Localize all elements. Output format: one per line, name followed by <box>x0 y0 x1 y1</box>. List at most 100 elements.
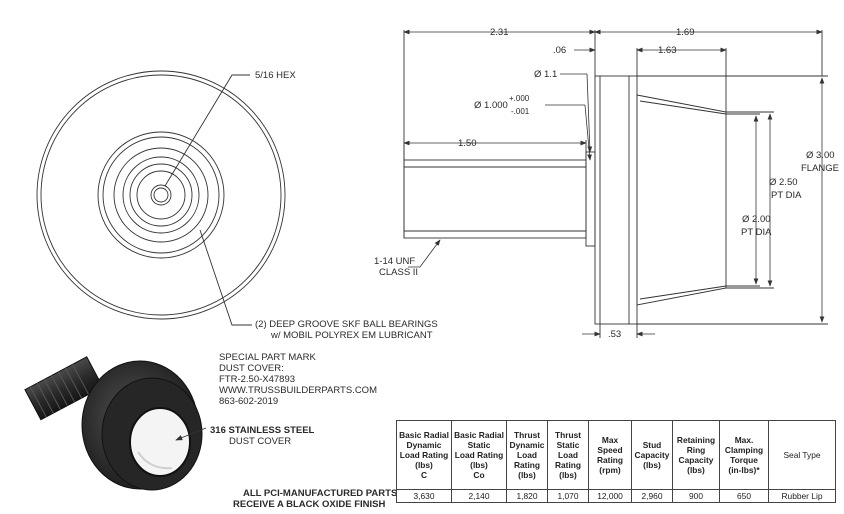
header-text: Load Rating <box>399 450 449 460</box>
header-text: Static <box>556 440 580 450</box>
bearing-circle-4 <box>136 170 186 220</box>
header-text: (lbs) <box>643 460 661 470</box>
header-thrust-dynamic: Thrust Dynamic Load Rating (lbs) <box>506 420 548 490</box>
header-text: Capacity <box>634 450 670 460</box>
dim-1.000-text: Ø 1.000 <box>474 100 508 111</box>
dim-1.63-text: 1.63 <box>658 45 677 56</box>
bearing-circle-1 <box>113 147 209 243</box>
header-radial-static: Basic Radial Static Load Rating (lbs) Co <box>451 420 507 490</box>
dim-1.000-tol-plus: +.000 <box>509 94 530 103</box>
table-cell: 900 <box>672 489 720 503</box>
header-text: (lbs) <box>559 470 577 480</box>
header-text: Basic Radial <box>399 430 449 440</box>
hex-circle-inner <box>153 187 169 203</box>
dimension-lines <box>403 29 825 337</box>
header-text: Torque <box>730 455 758 465</box>
special-mark-line4: WWW.TRUSSBUILDERPARTS.COM <box>219 385 377 396</box>
dim-.06-text: .06 <box>553 45 566 56</box>
table-row: 3,630 2,140 1,820 1,070 12,000 2,960 900… <box>396 489 836 503</box>
dim-2.00-text: Ø 2.00 <box>742 214 771 225</box>
header-text: (lbs) <box>518 470 536 480</box>
header-seal-type: Seal Type <box>768 420 836 490</box>
header-text: Speed <box>597 445 623 455</box>
special-mark-line5: 863-602-2019 <box>219 396 279 407</box>
header-thrust-static: Thrust Static Load Rating (lbs) <box>547 420 589 490</box>
flange-outer-circle <box>36 70 286 320</box>
header-text: Stud <box>642 440 662 450</box>
table-cell: 650 <box>719 489 769 503</box>
table-cell: 1,070 <box>547 489 589 503</box>
special-mark-line1: SPECIAL PART MARK <box>219 352 316 363</box>
specs-header-row: Basic Radial Dynamic Load Rating (lbs) C… <box>396 420 836 490</box>
thread-leader <box>408 239 441 268</box>
special-mark-line3: FTR-2.50-X47893 <box>219 374 296 385</box>
header-text: Clamping <box>724 445 764 455</box>
special-mark-line2: DUST COVER: <box>219 363 284 374</box>
bearing-label-line1: (2) DEEP GROOVE SKF BALL BEARINGS <box>255 319 438 330</box>
header-text: Rating <box>596 455 624 465</box>
header-text: Max <box>601 435 619 445</box>
bearing-label-line2: w/ MOBIL POLYREX EM LUBRICANT <box>271 330 433 341</box>
header-text: (lbs) <box>415 460 433 470</box>
finish-note-line2: RECEIVE A BLACK OXIDE FINISH <box>233 499 386 510</box>
header-text: Max. <box>734 435 754 445</box>
thread-label-line1: 1-14 UNF <box>374 256 416 267</box>
shoulder <box>585 151 596 247</box>
header-text: Capacity <box>678 455 714 465</box>
seal-circle <box>97 131 225 259</box>
table-cell: 3,630 <box>396 489 452 503</box>
header-ring-capacity: Retaining Ring Capacity (lbs) <box>672 420 720 490</box>
dim-3.00-text: Ø 3.00 <box>806 150 835 161</box>
header-text: Static <box>467 440 491 450</box>
table-cell: 12,000 <box>588 489 632 503</box>
dim-2.50-text: Ø 2.50 <box>769 177 798 188</box>
front-view <box>36 70 286 326</box>
dim-1.000-tol-minus: -.001 <box>511 107 530 116</box>
flange-body <box>594 75 638 325</box>
pt-dia-text-2: PT DIA <box>741 227 772 238</box>
isometric-view <box>24 356 207 491</box>
iso-dust-cover <box>129 407 191 477</box>
header-text: Rating <box>554 460 582 470</box>
header-max-speed: Max Speed Rating (rpm) <box>588 420 632 490</box>
dim-2.31-text: 2.31 <box>490 27 509 38</box>
table-cell: 2,960 <box>631 489 673 503</box>
cover-label-line1: 316 STAINLESS STEEL <box>210 425 315 436</box>
pt-dia-text-1: PT DIA <box>771 190 802 201</box>
header-stud-capacity: Stud Capacity (lbs) <box>631 420 673 490</box>
side-view <box>403 30 828 338</box>
cone-cover <box>636 94 727 306</box>
dim-.53-text: .53 <box>608 329 621 340</box>
table-cell: 1,820 <box>506 489 548 503</box>
table-cell: Rubber Lip <box>768 489 836 503</box>
bearing-circle-2 <box>122 156 200 234</box>
header-text: (rpm) <box>599 465 621 475</box>
header-text: (lbs) <box>470 460 488 470</box>
header-radial-dynamic: Basic Radial Dynamic Load Rating (lbs) C <box>396 420 452 490</box>
header-text: Thrust <box>554 430 582 440</box>
cover-leader <box>175 427 207 441</box>
header-text: Dynamic <box>509 440 545 450</box>
header-text: Retaining <box>676 435 716 445</box>
threaded-shaft <box>403 159 587 239</box>
flange-inner-circle <box>40 74 282 316</box>
cover-label-line2: DUST COVER <box>229 436 292 447</box>
header-text: Ring <box>686 445 706 455</box>
header-clamping-torque: Max. Clamping Torque (in-lbs)* <box>719 420 769 490</box>
header-text: Basic Radial <box>454 430 504 440</box>
dim-1.1-text: Ø 1.1 <box>534 69 557 80</box>
seal-inner-circle <box>102 136 220 254</box>
dim-1.69-text: 1.69 <box>676 27 695 38</box>
dim-1.50-text: 1.50 <box>458 138 477 149</box>
hex-leader <box>164 74 250 187</box>
header-text: Rating <box>513 460 541 470</box>
specs-table: Basic Radial Dynamic Load Rating (lbs) C… <box>396 420 836 503</box>
hex-label: 5/16 HEX <box>255 70 296 81</box>
header-text: (in-lbs)* <box>728 465 760 475</box>
header-text: Load Rating <box>454 450 504 460</box>
header-text: Load <box>557 450 578 460</box>
thread-label-line2: CLASS II <box>379 267 419 278</box>
header-text: Load <box>516 450 537 460</box>
finish-note-line1: ALL PCI-MANUFACTURED PARTS <box>243 488 398 499</box>
